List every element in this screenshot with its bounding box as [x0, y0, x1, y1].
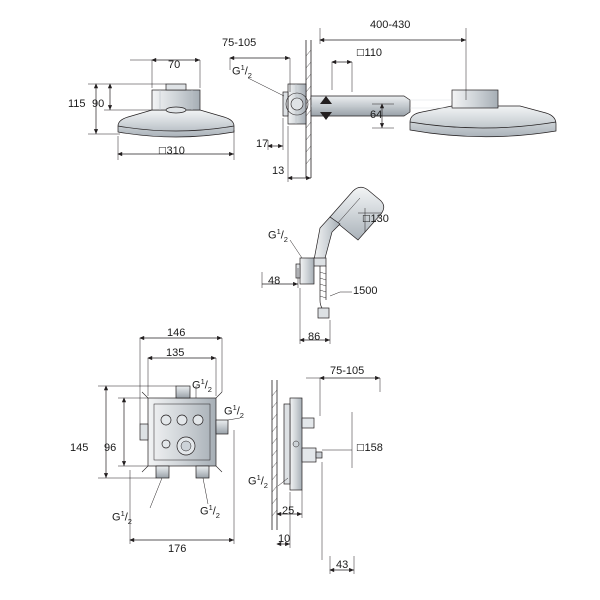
dim-label-union-75-105: 75-105 [222, 37, 257, 49]
view-wall-union [229, 28, 557, 182]
dim-label-box-g12-top: G1/2 [192, 377, 212, 394]
dim-label-hand-86: 86 [308, 331, 321, 343]
dim-label-union-g12: G1/2 [232, 63, 252, 80]
dim-label-arm-400-430: 400-430 [370, 19, 411, 31]
square-symbol-icon-158: □ [356, 443, 365, 453]
dim-label-head-70: 70 [168, 59, 181, 71]
dim-label-hose-1500: 1500 [353, 285, 378, 297]
dim-label-trim-25: 25 [282, 505, 295, 517]
dim-label-trim-158: □158 [356, 442, 383, 454]
dim-label-head-90: 90 [92, 98, 105, 110]
dim-label-box-96: 96 [104, 442, 117, 454]
dim-label-trim-75-105: 75-105 [330, 365, 365, 377]
square-symbol-icon: □ [158, 146, 167, 156]
dim-label-head-115: 115 [68, 98, 86, 110]
dim-label-box-g12-bottom-right: G1/2 [200, 503, 220, 520]
view-hand-shower [261, 186, 385, 344]
dim-label-hand-130: □130 [362, 213, 389, 225]
dim-label-arm-110: □110 [356, 47, 383, 59]
dim-label-union-17: 17 [256, 138, 269, 150]
view-trim-side [271, 375, 381, 574]
dim-label-hand-48: 48 [268, 275, 281, 287]
view-head-shower-side [88, 57, 235, 160]
dim-label-union-13: 13 [272, 165, 285, 177]
view-rough-in-box [98, 335, 241, 544]
square-symbol-icon-110: □ [356, 48, 365, 58]
square-symbol-icon-130: □ [362, 214, 371, 224]
dim-label-hand-g12: G1/2 [268, 227, 288, 244]
dim-label-box-135: 135 [166, 347, 185, 359]
dim-label-trim-g12: G1/2 [248, 473, 268, 490]
dim-label-box-146: 146 [167, 327, 186, 339]
dim-label-box-g12-right: G1/2 [224, 403, 244, 420]
dim-label-box-145: 145 [70, 442, 89, 454]
dim-label-trim-43: 43 [336, 559, 349, 571]
dim-label-arm-64: 64 [370, 109, 383, 121]
dim-label-trim-10: 10 [278, 533, 291, 545]
dim-label-box-176: 176 [168, 543, 187, 555]
dim-label-box-g12-bottom-left: G1/2 [112, 509, 132, 526]
dim-label-head-310: □310 [158, 145, 185, 157]
